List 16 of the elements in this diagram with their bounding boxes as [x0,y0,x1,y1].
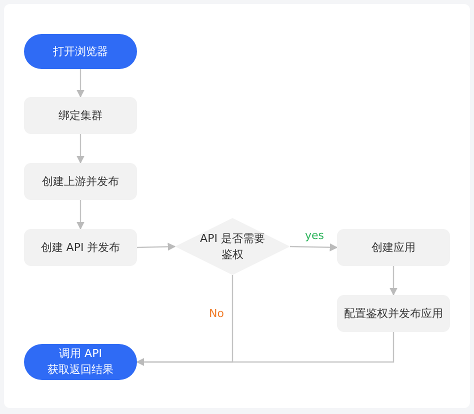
process-box: 绑定集群 [24,97,137,134]
terminal-pill: 调用 API获取返回结果 [24,344,137,380]
process-box: 创建 API 并发布 [24,229,137,266]
arrow [76,200,84,230]
process-box: 创建应用 [337,229,450,266]
arrow [76,69,84,98]
edge-label: No [207,307,226,320]
arrow [136,332,394,366]
decision-diamond: API 是否需要鉴权 [175,218,290,275]
arrow [390,266,398,296]
arrow [136,242,176,251]
terminal-pill: 打开浏览器 [24,34,137,69]
process-box: 配置鉴权并发布应用 [337,295,450,332]
arrow [76,134,84,164]
process-box: 创建上游并发布 [24,163,137,200]
arrow [290,243,338,252]
